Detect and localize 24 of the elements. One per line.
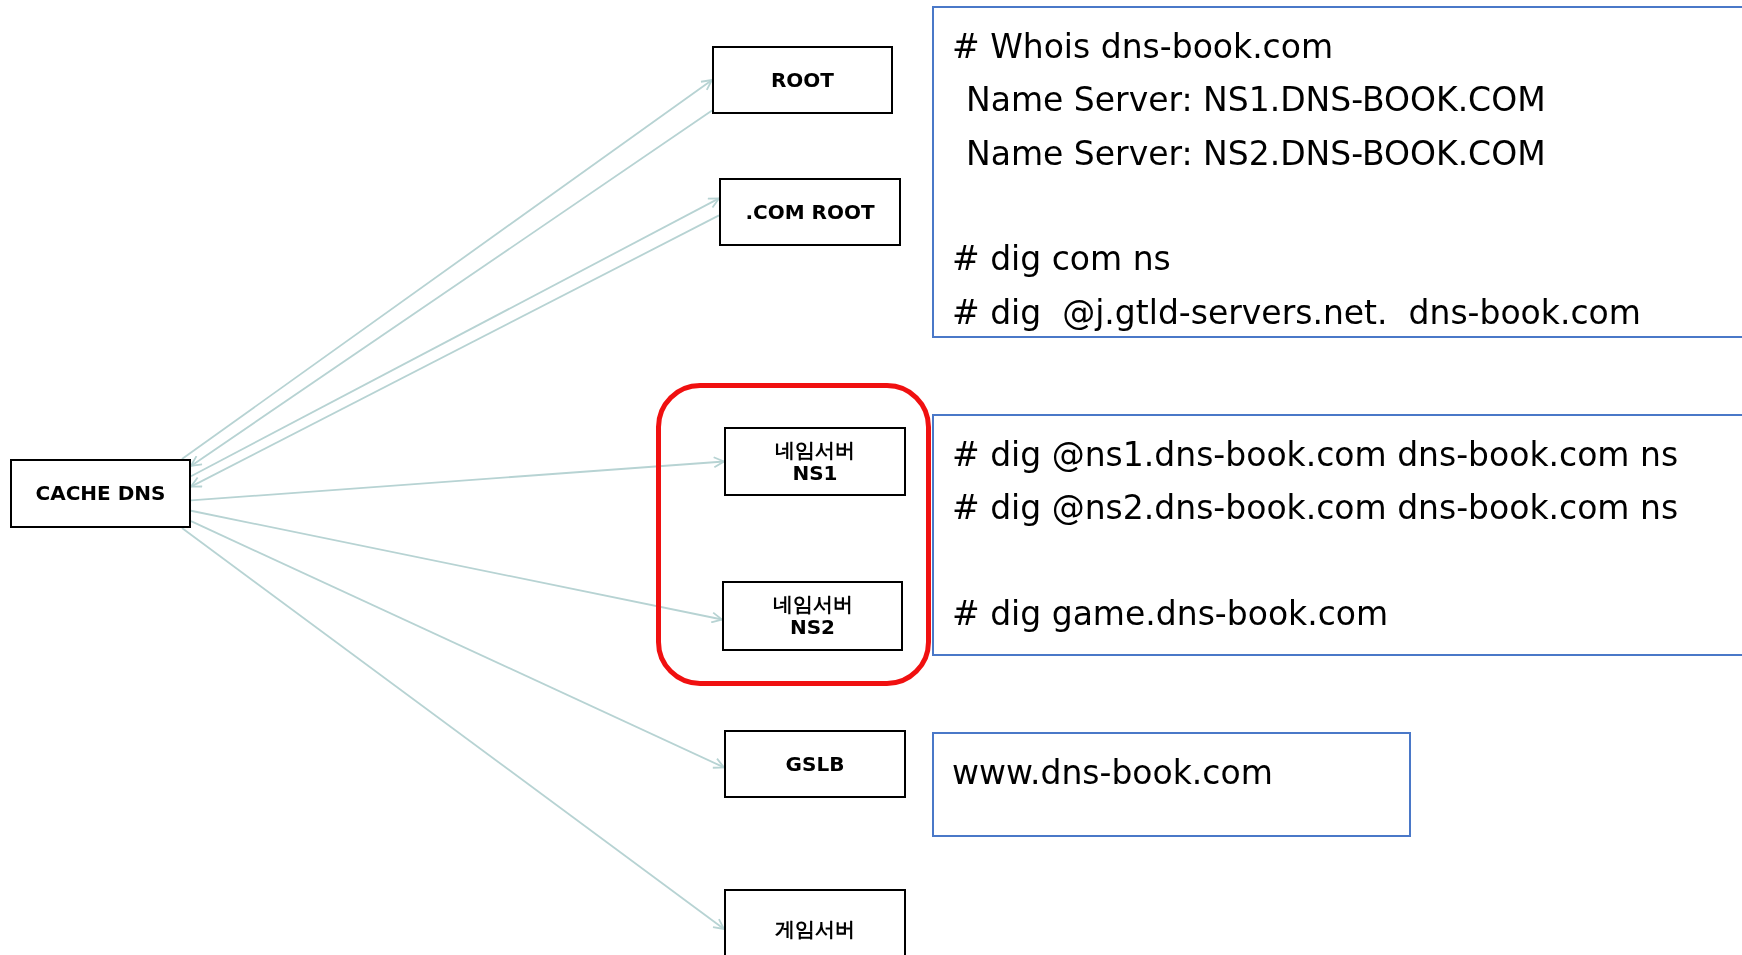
command-line: # dig @ns2.dns-book.com dns-book.com ns [952,487,1680,530]
command-line: # Whois dns-book.com [952,26,1335,68]
server-box: 네임서버 NS1 [724,427,906,496]
command-box [932,732,1411,837]
arrow [190,520,725,769]
arrow [190,509,723,624]
server-box: ROOT [712,46,893,114]
server-box: .COM ROOT [719,178,901,246]
rounded-frame [656,383,931,686]
arrow [190,456,725,502]
command-line: # dig @j.gtld-servers.net. dns-book.com [952,291,1642,334]
command-line: Name Server: NS2.DNS-BOOK.COM [965,132,1547,175]
command-line: www.dns-book.com [952,752,1274,794]
server-box: CACHE DNS [10,459,191,528]
command-line: Name Server: NS1.DNS-BOOK.COM [965,79,1547,122]
command-box [932,414,1742,656]
command-line: # dig com ns [952,238,1172,281]
arrow [181,527,725,930]
server-box: 네임서버 NS2 [722,581,903,651]
command-line: # dig @ns1.dns-book.com dns-book.com ns [952,434,1680,476]
command-line: # dig game.dns-book.com [952,592,1390,635]
command-box [932,6,1742,338]
server-box: 게임서버 [724,889,906,955]
server-box: GSLB [724,730,906,798]
